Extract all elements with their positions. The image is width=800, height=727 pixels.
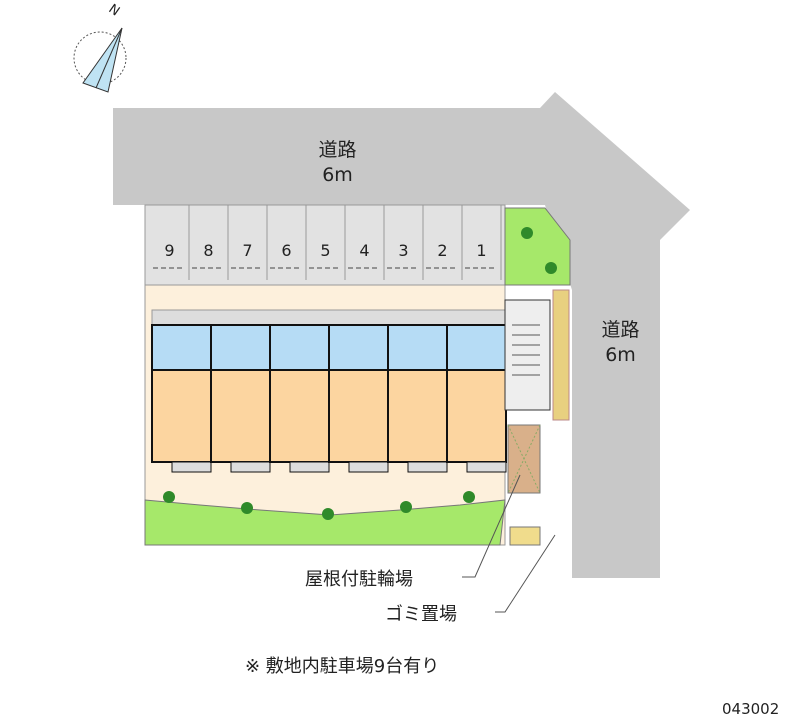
road-name: 道路 <box>601 319 640 341</box>
tree-icons <box>163 227 557 520</box>
property-code: 043002 <box>722 700 780 718</box>
bicycle-parking-label: 屋根付駐輪場 <box>305 569 413 590</box>
apartment-unit <box>210 324 271 473</box>
road-label-top: 道路 6m <box>300 138 375 188</box>
paved-path <box>552 289 570 421</box>
parking-stall-number: 3 <box>398 241 409 260</box>
garbage-area <box>509 526 541 546</box>
parking-note: ※ 敷地内駐車場9台有り <box>245 656 440 677</box>
parking-area <box>144 204 506 286</box>
parking-stall-number: 5 <box>320 241 331 260</box>
parking-stall-number: 6 <box>281 241 292 260</box>
compass-icon <box>73 27 127 93</box>
road-width: 6m <box>322 164 353 186</box>
parking-stall-number: 2 <box>437 241 448 260</box>
garbage-area-label: ゴミ置場 <box>385 604 457 625</box>
apartment-unit <box>387 324 448 473</box>
apartment-unit <box>328 324 389 473</box>
parking-stall-number: 8 <box>203 241 214 260</box>
green-strip <box>144 499 506 546</box>
road <box>113 92 690 578</box>
apartment-unit <box>151 324 212 473</box>
parking-stall-number: 9 <box>164 241 175 260</box>
parking-stall-number: 7 <box>242 241 253 260</box>
apartment-unit <box>269 324 330 473</box>
road-label-right: 道路 6m <box>583 318 658 368</box>
parking-stall-number: 4 <box>359 241 370 260</box>
road-width: 6m <box>605 344 636 366</box>
road-name: 道路 <box>318 139 357 161</box>
apartment-unit <box>446 324 507 473</box>
parking-stall-number: 1 <box>476 241 487 260</box>
